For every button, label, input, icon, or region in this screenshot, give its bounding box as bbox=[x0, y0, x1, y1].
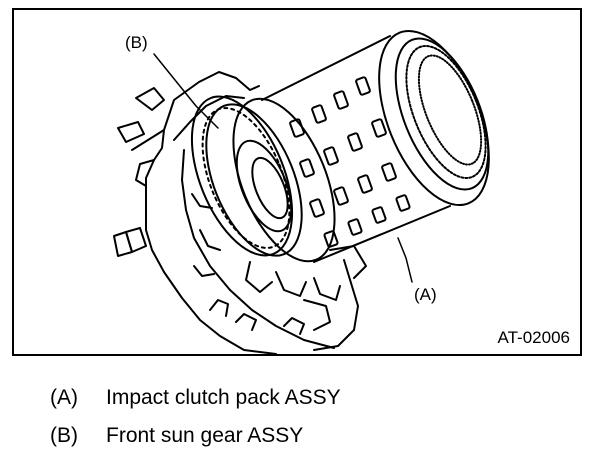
clutch-pack-drum bbox=[232, 29, 490, 263]
legend-item: (A) Impact clutch pack ASSY bbox=[50, 386, 341, 424]
figure-frame: (B) (A) AT-02006 bbox=[12, 8, 582, 356]
legend: (A) Impact clutch pack ASSY (B) Front su… bbox=[50, 386, 341, 462]
leader-line-b bbox=[153, 53, 219, 129]
legend-key: (A) bbox=[50, 386, 78, 409]
transmission-case bbox=[113, 71, 367, 354]
transmission-illustration bbox=[113, 29, 490, 354]
front-sun-gear bbox=[190, 95, 303, 257]
leader-line-a bbox=[397, 237, 413, 283]
legend-text: Front sun gear ASSY bbox=[106, 424, 304, 447]
figure-id: AT-02006 bbox=[497, 328, 570, 347]
legend-item: (B) Front sun gear ASSY bbox=[50, 424, 341, 462]
callout-a: (A) bbox=[414, 285, 437, 304]
legend-key: (B) bbox=[50, 424, 78, 447]
legend-text: Impact clutch pack ASSY bbox=[106, 386, 341, 409]
callout-b: (B) bbox=[125, 33, 148, 52]
